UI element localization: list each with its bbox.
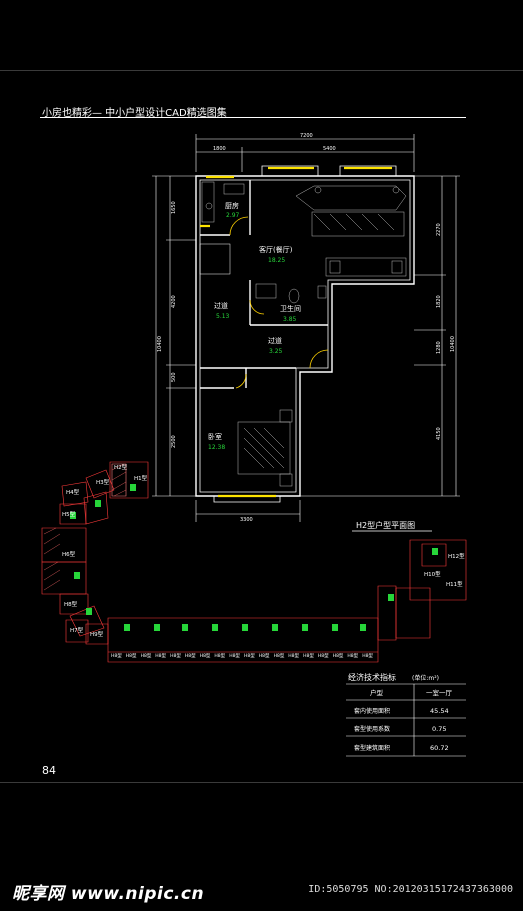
site-bottom-unit-label: H8型 — [362, 652, 373, 659]
table-row-2-label: 套型使用系数 — [354, 725, 390, 733]
dim-right-2: 1820 — [436, 295, 442, 308]
site-bottom-unit-label: H8型 — [318, 652, 329, 659]
dim-left-total: 10400 — [157, 336, 163, 352]
site-green-markers — [70, 484, 438, 631]
site-label-h8: H8型 — [64, 600, 78, 608]
table-title: 经济技术指标 — [348, 672, 396, 682]
site-bottom-unit-label: H8型 — [185, 652, 196, 659]
image-id: ID:5050795 NO:20120315172437363000 — [308, 884, 513, 895]
site-label-h2: H2型 — [114, 463, 128, 471]
table-header-type: 户型 — [370, 688, 384, 697]
room-name-bedroom: 卧室 — [208, 432, 222, 441]
furniture — [199, 181, 407, 487]
bottom-rule — [0, 782, 523, 783]
top-rule — [0, 70, 523, 71]
site-bottom-unit-label: H8型 — [126, 652, 137, 659]
table-row-1-label: 套内使用面积 — [354, 707, 390, 715]
dim-top-1: 1800 — [213, 146, 226, 152]
room-area-kitchen: 2.97 — [226, 212, 240, 219]
site-bottom-unit-label: H8型 — [274, 652, 285, 659]
right-dimensions — [300, 175, 460, 497]
room-area-bedroom: 12.38 — [208, 444, 225, 451]
page-title: 小房也精彩— 中小户型设计CAD精选图集 — [42, 108, 227, 119]
site-label-h4: H4型 — [66, 488, 80, 496]
dim-right-total: 10400 — [450, 336, 456, 352]
top-dimensions — [195, 134, 415, 172]
site-plan — [41, 461, 467, 663]
dim-left-4: 2500 — [171, 435, 177, 448]
dim-right-4: 4150 — [436, 427, 442, 440]
site-label-h3: H3型 — [96, 478, 110, 486]
site-bottom-unit-label: H8型 — [303, 652, 314, 659]
site-label-h12: H12型 — [448, 552, 465, 560]
room-area-living: 18.25 — [268, 257, 285, 264]
dim-top-total: 7200 — [300, 133, 313, 139]
site-label-h9: H9型 — [90, 630, 104, 638]
left-dimensions — [152, 175, 196, 497]
dim-bottom: 3300 — [240, 517, 253, 523]
room-labels: 厨房 2.97 客厅(餐厅) 18.25 卫生间 3.85 过道 5.13 过道… — [208, 201, 301, 451]
site-bottom-unit-label: H8型 — [200, 652, 211, 659]
page-number: 84 — [42, 764, 56, 777]
site-bottom-unit-label: H8型 — [347, 652, 358, 659]
site-bottom-unit-label: H8型 — [214, 652, 225, 659]
room-name-corridor-1: 过道 — [214, 301, 228, 310]
table-row-3-label: 套型建筑面积 — [354, 744, 390, 752]
room-name-corridor-2: 过道 — [268, 336, 282, 345]
table-row-2-value: 0.75 — [432, 725, 446, 733]
walls — [195, 175, 415, 497]
site-bottom-unit-label: H8型 — [155, 652, 166, 659]
windows — [200, 166, 392, 498]
site-label-h10: H10型 — [424, 570, 441, 578]
site-bottom-unit-label: H8型 — [288, 652, 299, 659]
dim-left-3: 500 — [171, 372, 177, 382]
dim-left-1: 1650 — [171, 201, 177, 214]
site-bottom-unit-label: H8型 — [170, 652, 181, 659]
site-hatch — [43, 463, 127, 591]
room-name-bathroom: 卫生间 — [280, 304, 301, 313]
dim-left-2: 4200 — [171, 295, 177, 308]
site-label-h6: H6型 — [62, 550, 76, 558]
plan-caption: H2型户型平面图 — [356, 520, 415, 530]
site-label-h1: H1型 — [134, 474, 148, 482]
site-label-h7: H7型 — [70, 626, 84, 634]
site-bottom-unit-label: H8型 — [259, 652, 270, 659]
watermark-brand: 昵享网 www.nipic.cn — [12, 884, 205, 904]
doors — [229, 216, 329, 389]
site-bottom-unit-label: H8型 — [229, 652, 240, 659]
site-label-h11: H11型 — [446, 580, 463, 588]
site-bottom-unit-label: H8型 — [141, 652, 152, 659]
site-bottom-unit-label: H8型 — [333, 652, 344, 659]
room-area-corridor-2: 3.25 — [269, 348, 283, 355]
table-header-value: 一室一厅 — [426, 688, 453, 697]
dim-right-1: 2270 — [436, 223, 442, 236]
room-area-corridor-1: 5.13 — [216, 313, 230, 320]
site-labels: H2型 H1型 H4型 H3型 H5型 H6型 H7型 H8型 H9型 H10型… — [62, 463, 465, 638]
dim-top-2: 5400 — [323, 146, 336, 152]
title-underline — [40, 117, 466, 118]
bottom-dimensions — [195, 500, 301, 522]
dim-right-3: 1280 — [436, 341, 442, 354]
window-bays — [213, 165, 397, 503]
watermark-footer — [0, 868, 523, 911]
site-bottom-unit-label: H8型 — [244, 652, 255, 659]
site-bottom-unit-label: H8型 — [111, 652, 122, 659]
room-name-kitchen: 厨房 — [225, 201, 239, 210]
table-unit: (单位:m²) — [412, 674, 439, 682]
table-row-1-value: 45.54 — [430, 707, 449, 715]
table-row-3-value: 60.72 — [430, 744, 449, 752]
site-label-h5: H5型 — [62, 510, 76, 518]
indicators-table — [346, 683, 466, 757]
room-name-living: 客厅(餐厅) — [259, 245, 293, 254]
room-area-bathroom: 3.85 — [283, 316, 297, 323]
